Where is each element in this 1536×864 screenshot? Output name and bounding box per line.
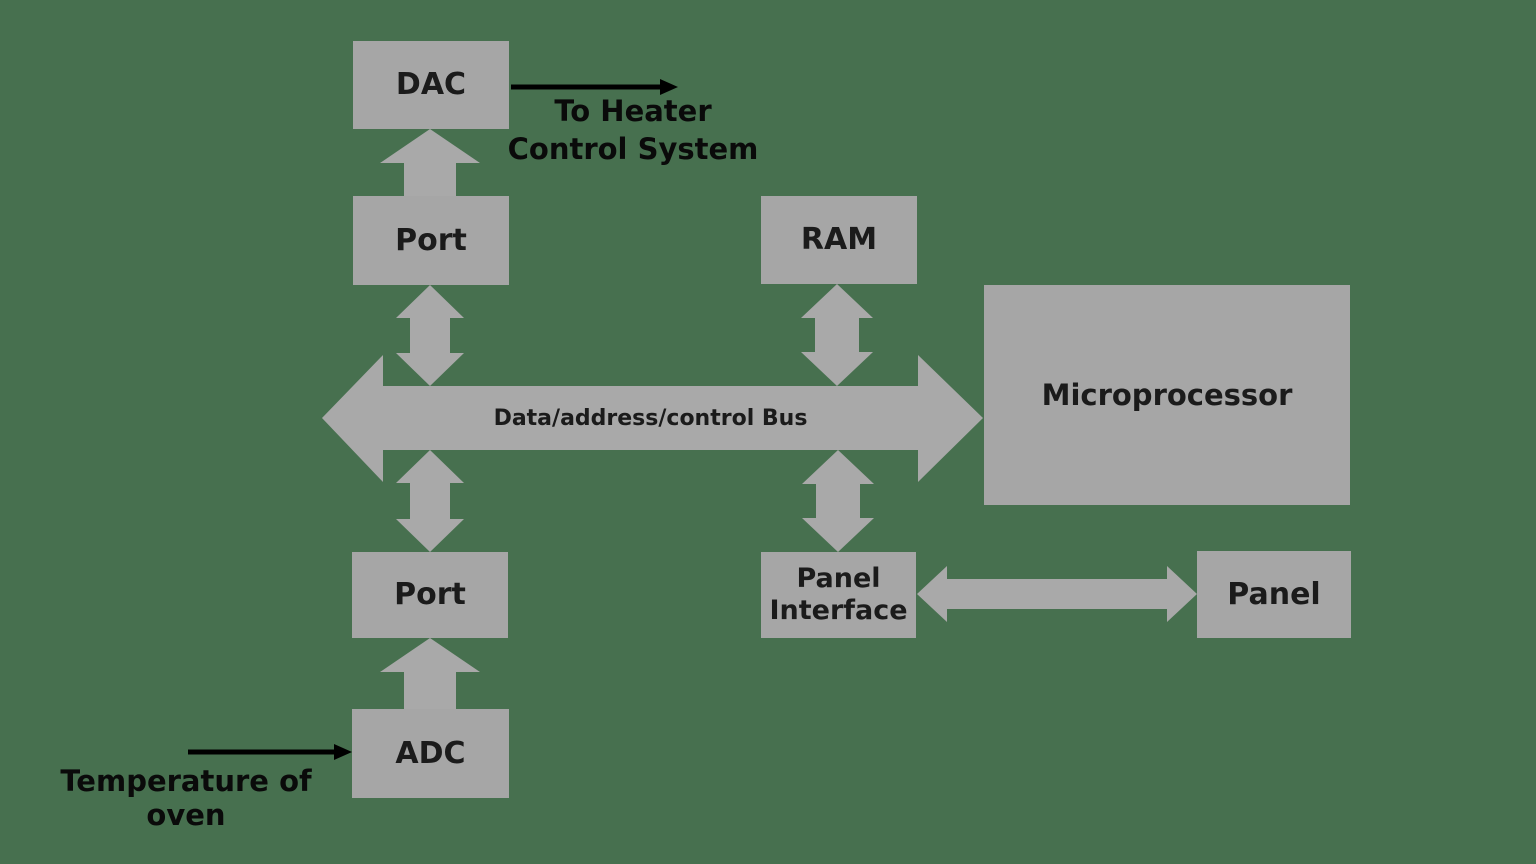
dac-label: DAC — [395, 67, 467, 102]
panel-label: Panel — [1227, 576, 1321, 612]
heater-annotation-line1: To Heater — [554, 94, 712, 128]
port-top-bus-arrow — [396, 285, 464, 386]
panel-interface-panel-arrow — [917, 566, 1197, 622]
oven-temperature-arrow — [188, 744, 352, 760]
heater-annotation-line2: Control System — [507, 132, 759, 166]
panel-interface-box: Panel Interface — [761, 552, 916, 638]
dac-box: DAC — [353, 41, 509, 129]
oven-annotation: Temperature of oven — [60, 764, 312, 832]
ram-label: RAM — [800, 222, 878, 257]
port-top-box: Port — [353, 196, 509, 285]
port-bottom-label: Port — [394, 577, 466, 612]
adc-box: ADC — [352, 709, 509, 798]
panel-box: Panel — [1197, 551, 1351, 638]
bus-arrow — [322, 355, 983, 482]
bus-panel-interface-arrow — [802, 450, 874, 552]
port-bottom-box: Port — [352, 552, 508, 638]
adc-to-port-arrow — [380, 638, 480, 709]
bus-label: Data/address/control Bus — [493, 405, 808, 431]
port-to-dac-arrow — [380, 129, 480, 196]
bus-port-bottom-arrow — [396, 450, 464, 552]
microprocessor-label: Microprocessor — [1041, 377, 1293, 412]
panel-interface-label-line2: Interface — [769, 595, 908, 626]
adc-label: ADC — [395, 735, 466, 771]
heater-annotation: To Heater Control System — [503, 92, 763, 168]
ram-box: RAM — [761, 196, 917, 284]
panel-interface-label-line1: Panel — [796, 562, 881, 594]
microprocessor-box: Microprocessor — [984, 285, 1350, 505]
port-top-label: Port — [395, 222, 467, 258]
dac-to-heater-arrow — [511, 79, 678, 95]
ram-bus-arrow — [801, 284, 873, 386]
